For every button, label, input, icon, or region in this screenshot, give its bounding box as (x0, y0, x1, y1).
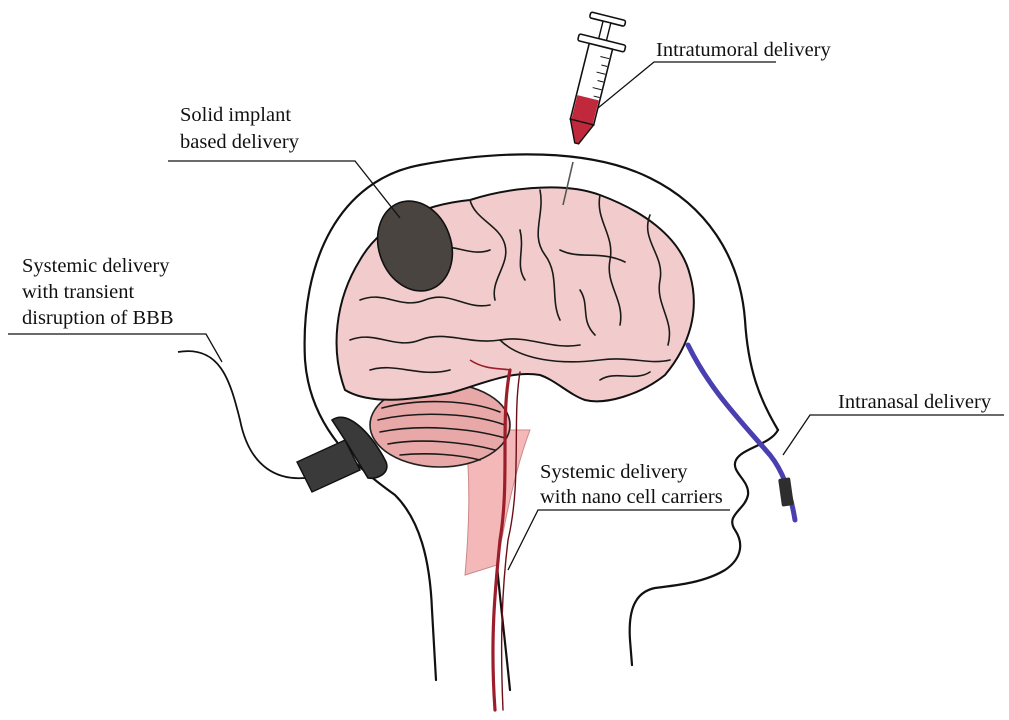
label-intranasal: Intranasal delivery (838, 391, 992, 413)
label-solid-implant-line2: based delivery (180, 131, 300, 153)
leader-intranasal (783, 415, 1004, 455)
label-systemic-bbb-line1: Systemic delivery (22, 255, 170, 277)
label-solid-implant-line1: Solid implant (180, 104, 291, 126)
label-systemic-nano-line1: Systemic delivery (540, 461, 688, 483)
leader-systemic-bbb (8, 334, 222, 362)
label-systemic-bbb-line3: disruption of BBB (22, 307, 174, 329)
label-systemic-nano-line2: with nano cell carriers (540, 486, 723, 508)
leader-systemic-nano (508, 510, 730, 570)
label-systemic-bbb-line2: with transient (22, 281, 134, 303)
syringe (553, 10, 631, 149)
label-intratumoral: Intratumoral delivery (656, 39, 832, 61)
leader-intratumoral (598, 62, 776, 108)
